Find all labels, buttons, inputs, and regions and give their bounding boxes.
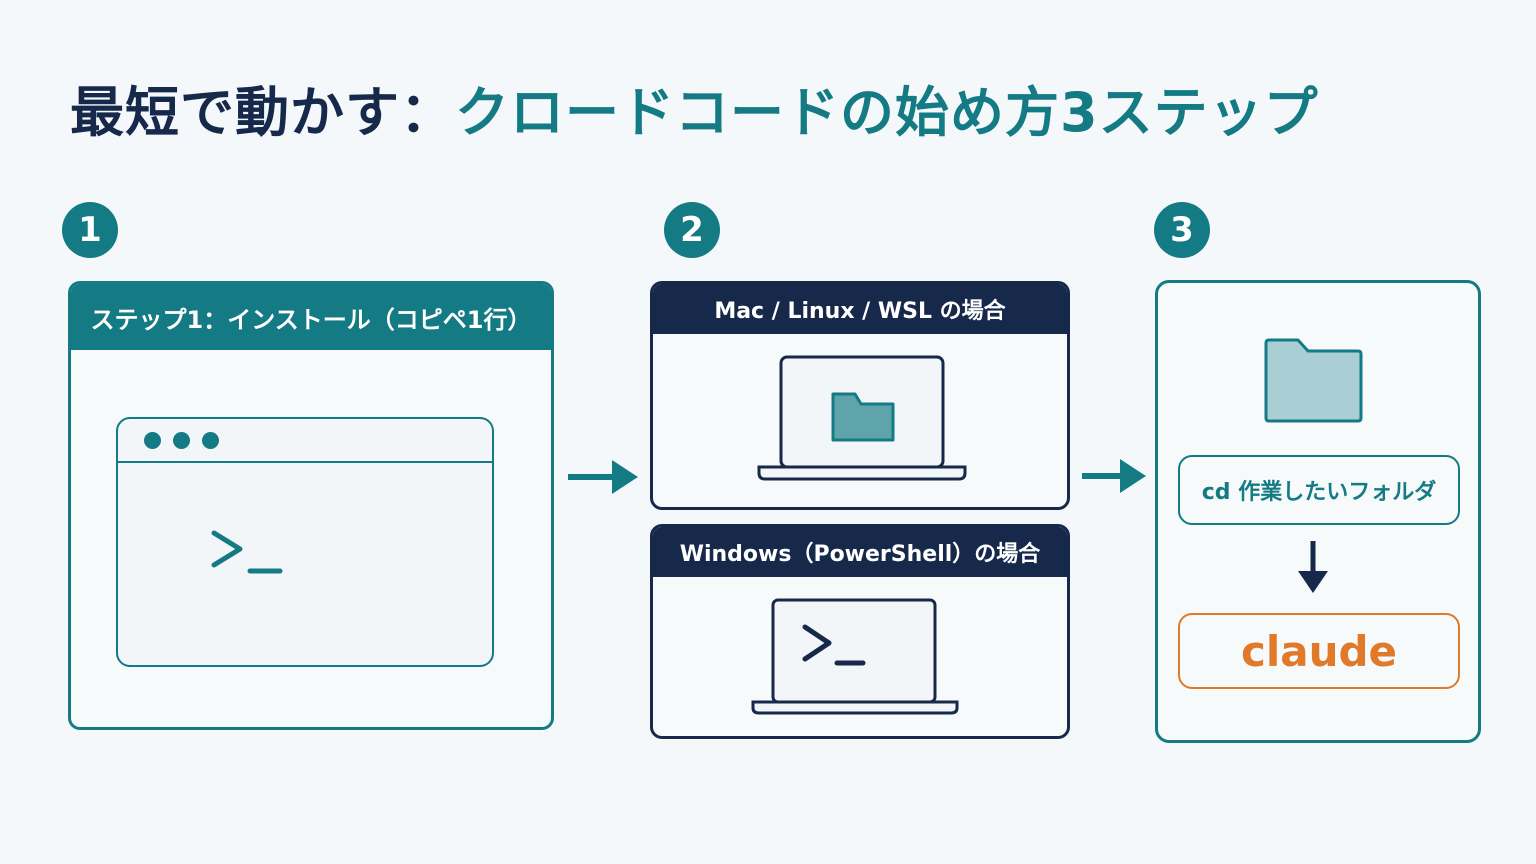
claude-command-box: claude [1178, 613, 1460, 689]
arrow-right-icon [1082, 459, 1146, 493]
terminal-prompt-icon [211, 530, 283, 574]
page-title: 最短で動かす：クロードコードの始め方3ステップ [70, 68, 1319, 147]
terminal-title-bar [118, 419, 492, 463]
step-1-header: ステップ1：インストール（コピペ1行） [71, 284, 551, 350]
windows-card: Windows（PowerShell）の場合 [650, 524, 1070, 739]
terminal-window [116, 417, 494, 667]
mac-linux-card: Mac / Linux / WSL の場合 [650, 281, 1070, 510]
arrow-down-icon [1298, 541, 1328, 593]
title-main: 最短で動かす： [70, 81, 455, 144]
laptop-icon [751, 598, 959, 715]
laptop-icon [757, 355, 967, 481]
title-accent: クロードコードの始め方3ステップ [455, 81, 1319, 144]
window-dot-icon [173, 431, 190, 449]
mac-linux-header: Mac / Linux / WSL の場合 [653, 284, 1067, 334]
window-dot-icon [144, 431, 161, 449]
step-1-badge: 1 [62, 202, 118, 258]
arrow-right-icon [568, 460, 638, 494]
terminal-prompt-icon [802, 624, 866, 666]
cd-command-box: cd 作業したいフォルダ [1178, 455, 1460, 525]
folder-icon [1264, 338, 1363, 423]
windows-header: Windows（PowerShell）の場合 [653, 527, 1067, 577]
folder-icon [831, 392, 895, 442]
step-3-card: cd 作業したいフォルダ claude [1155, 280, 1481, 743]
step-2-badge: 2 [664, 202, 720, 258]
window-dot-icon [202, 431, 219, 449]
step-1-card: ステップ1：インストール（コピペ1行） [68, 281, 554, 730]
step-3-badge: 3 [1154, 202, 1210, 258]
